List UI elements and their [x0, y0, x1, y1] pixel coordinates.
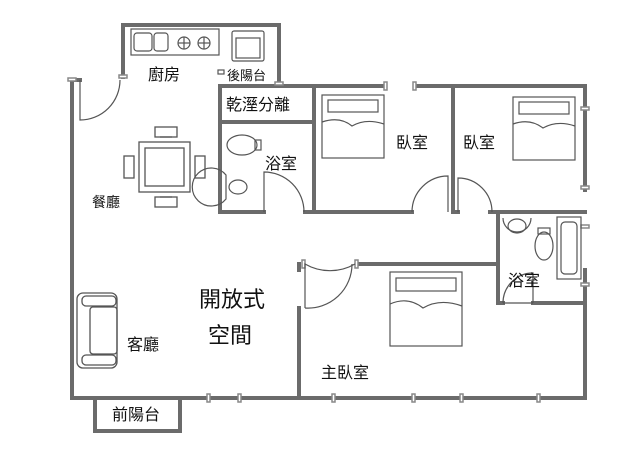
dining-table [123, 126, 206, 208]
label-rear-balcony: 後陽台 [227, 69, 266, 84]
window-post [206, 393, 211, 403]
sink-bowl [153, 32, 169, 52]
label-bedroom-2: 臥室 [463, 133, 495, 152]
bathroom-2-fixtures [502, 216, 582, 280]
dining-chair [154, 126, 178, 138]
window-post [580, 224, 590, 229]
front-balcony-rail [93, 396, 182, 433]
washing-machine [231, 30, 265, 62]
bathroom-1-fixtures [191, 134, 262, 207]
room-labels: 廚房 後陽台 乾溼分離 浴室 臥室 臥室 浴室 餐廳 開放式 空間 客廳 主臥室… [92, 65, 540, 424]
door-master-arc [304, 263, 353, 309]
label-dining-room: 餐廳 [92, 194, 120, 211]
window-post [118, 74, 128, 79]
window-post [580, 282, 590, 287]
door-bathroom-2-arc [502, 272, 534, 304]
kitchen-counter [130, 28, 220, 56]
window-post [536, 393, 541, 403]
window-post [383, 81, 388, 91]
label-kitchen: 廚房 [148, 65, 180, 84]
window-post [237, 393, 242, 403]
doors [79, 79, 534, 309]
door-entry [79, 79, 121, 121]
bed-master [389, 271, 463, 347]
window-post [331, 393, 336, 403]
outer-wall-top-right [277, 84, 587, 192]
door-bedroom-2 [457, 177, 493, 213]
outer-wall-top-kitchen [121, 23, 281, 85]
outer-wall-left [70, 78, 212, 400]
toilet [226, 134, 258, 156]
bathtub [556, 216, 582, 280]
bed-bedroom-1 [321, 94, 385, 159]
window-post [580, 106, 590, 111]
window-post [580, 185, 590, 190]
label-living-room: 客廳 [127, 335, 159, 354]
window-post [67, 77, 77, 82]
label-open-space-line1: 開放式 [199, 288, 265, 313]
label-bathroom-2: 浴室 [508, 271, 540, 290]
dining-chair [123, 155, 135, 179]
kitchen-fixtures [130, 28, 265, 75]
toilet-2 [534, 231, 554, 261]
window-post [274, 81, 284, 86]
sink-bowl [133, 32, 153, 52]
door-master [304, 262, 356, 308]
label-master-bedroom: 主臥室 [321, 363, 369, 382]
label-front-balcony: 前陽台 [112, 405, 160, 424]
bed-bedroom-2 [512, 96, 576, 161]
window-post [459, 393, 464, 403]
window-post [354, 259, 359, 269]
dining-chair [194, 155, 206, 179]
door-bathroom-1 [263, 171, 305, 213]
window-post [411, 393, 416, 403]
label-bedroom-1: 臥室 [396, 133, 428, 152]
dining-chair [154, 196, 178, 208]
label-open-space-line2: 空間 [208, 324, 252, 349]
door-bedroom-1 [411, 175, 449, 213]
sofa [76, 292, 118, 369]
washbasin [191, 167, 227, 207]
rear-balcony-post [217, 69, 225, 75]
window-post [412, 81, 417, 91]
label-bathroom-1: 浴室 [265, 154, 297, 173]
label-dry-wet-separation: 乾溼分離 [226, 95, 290, 114]
washbasin-2 [502, 217, 532, 233]
walls [70, 23, 587, 433]
